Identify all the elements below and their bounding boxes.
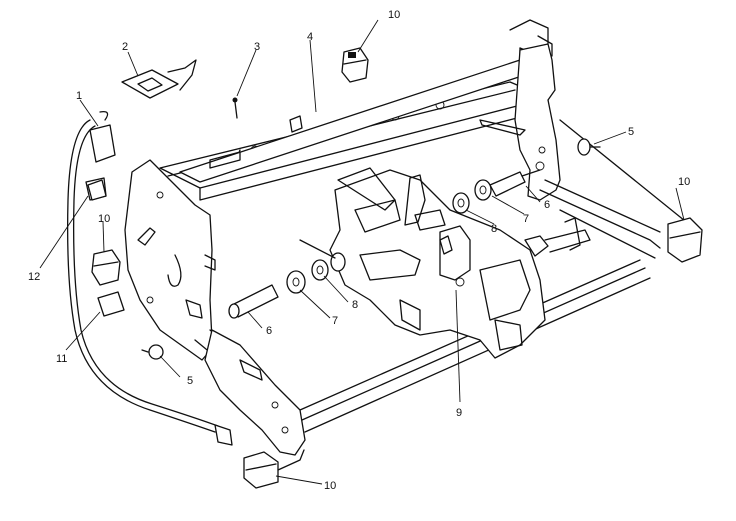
callout-labels: 1 2 3 4 5 5 6 6 7 7 8 8 9 10 10 10 10 11… [28, 9, 690, 492]
callout-12: 12 [28, 271, 40, 283]
callout-8-left: 8 [352, 299, 358, 311]
sensor-bottom [243, 449, 305, 489]
left-roller-group [228, 239, 346, 319]
sensor-left [91, 249, 121, 286]
leader-lines [39, 19, 685, 485]
callout-10-bottom: 10 [324, 480, 336, 492]
right-side-plate [479, 43, 561, 201]
rear-frame-bar [159, 81, 549, 201]
callout-5-right: 5 [628, 126, 634, 138]
callout-10-top: 10 [388, 9, 400, 21]
part-12-clip [87, 179, 107, 201]
callout-6-right: 6 [544, 199, 550, 211]
part-11-holder [97, 291, 125, 317]
right-roller-group [452, 169, 541, 214]
callout-8-right: 8 [491, 223, 497, 235]
part-2-bracket [121, 59, 197, 99]
callout-5-left: 5 [187, 375, 193, 387]
callout-3: 3 [254, 41, 260, 53]
callout-2: 2 [122, 41, 128, 53]
left-side-plate [124, 159, 216, 361]
right-rails [539, 119, 691, 259]
sensor-top [341, 47, 369, 83]
callout-9: 9 [456, 407, 462, 419]
callout-6-left: 6 [266, 325, 272, 337]
callout-11: 11 [56, 353, 67, 365]
callout-1: 1 [76, 90, 82, 102]
callout-4: 4 [307, 31, 313, 43]
callout-7-left: 7 [332, 315, 338, 327]
part-3-screw [232, 97, 238, 119]
callout-7-right: 7 [523, 213, 529, 225]
callout-10-right: 10 [678, 176, 690, 188]
callout-10-left: 10 [98, 213, 110, 225]
carriage-assembly [329, 167, 549, 359]
sensor-right [667, 217, 703, 263]
clips [141, 138, 601, 360]
front-plate [204, 329, 306, 456]
